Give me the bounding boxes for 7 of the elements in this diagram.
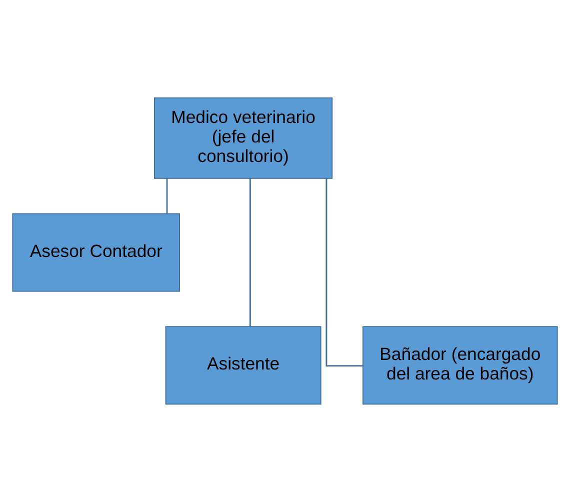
- connector: [166, 178, 168, 214]
- connector: [326, 178, 363, 367]
- node-box: Asesor Contador: [12, 213, 180, 292]
- connector: [249, 178, 251, 326]
- node-box: Bañador (encargado del area de baños): [362, 326, 558, 405]
- node-box: Asistente: [165, 326, 322, 405]
- node-box: Medico veterinario (jefe del consultorio): [154, 97, 333, 179]
